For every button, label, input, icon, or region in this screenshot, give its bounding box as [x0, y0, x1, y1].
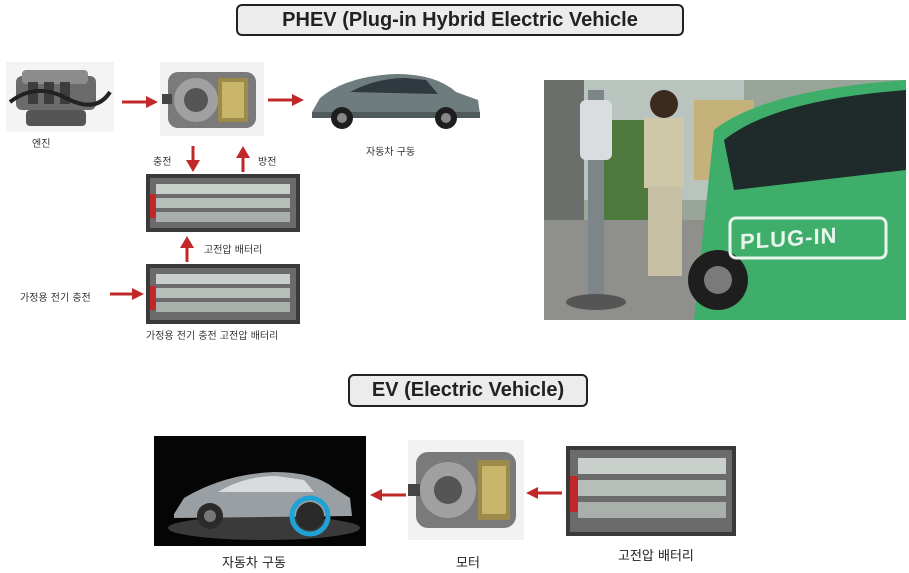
phev-hv-battery-image [146, 174, 300, 232]
charge-label: 충전 [153, 157, 172, 168]
phev-title-text: PHEV (Plug-in Hybrid Electric Vehicle [282, 8, 638, 31]
ev-motor-image [408, 440, 524, 540]
arrow-charge-down [186, 146, 200, 172]
home-charge-label: 가정용 전기 충전 [20, 293, 91, 304]
ev-motor-label: 모터 [456, 556, 480, 571]
arrow-engine-to-motor [122, 96, 158, 108]
phev-car-image [306, 68, 484, 134]
arrow-discharge-up [236, 146, 250, 172]
ev-car-image [154, 436, 366, 546]
arrow-home-battery-up [180, 236, 194, 262]
plugin-charging-photo: PLUG-IN [544, 80, 906, 320]
ev-hv-battery-image [566, 446, 736, 536]
ev-title: EV (Electric Vehicle) [348, 374, 588, 407]
ev-hv-battery-label: 고전압 배터리 [618, 549, 694, 564]
home-charge-battery-label: 가정용 전기 충전 고전압 배터리 [146, 331, 279, 342]
ev-title-text: EV (Electric Vehicle) [371, 379, 565, 401]
phev-hv-battery-label: 고전압 배터리 [204, 245, 263, 256]
discharge-label: 방전 [258, 157, 277, 168]
arrow-motor-to-car [268, 94, 304, 106]
arrow-ev-motor-to-car [370, 489, 406, 501]
phev-car-drive-label: 자동차 구동 [366, 147, 416, 158]
arrow-home-charge [110, 288, 144, 300]
home-charge-battery-image [146, 264, 300, 324]
engine-image [6, 62, 114, 132]
arrow-ev-battery-to-motor [526, 487, 562, 499]
phev-title: PHEV (Plug-in Hybrid Electric Vehicle [236, 4, 684, 36]
phev-motor-image [160, 62, 264, 136]
ev-car-drive-label: 자동차 구동 [222, 556, 286, 571]
engine-label: 엔진 [32, 139, 51, 150]
